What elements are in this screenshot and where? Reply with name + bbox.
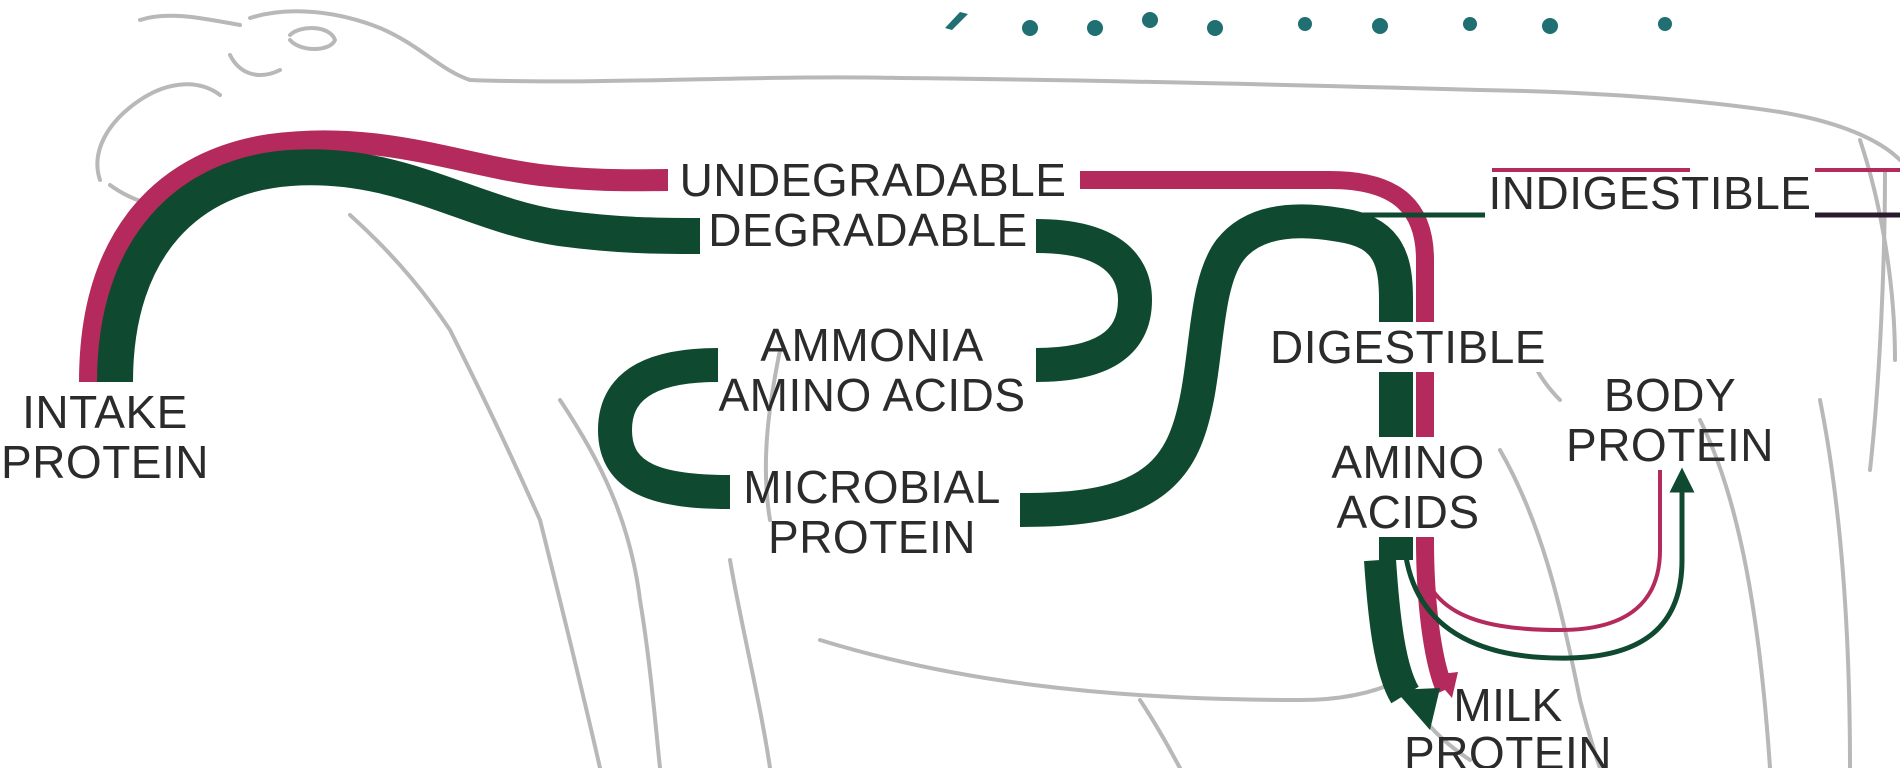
milk-protein-label: MILK PROTEIN xyxy=(1404,681,1612,768)
microbial-protein-label: MICROBIAL PROTEIN xyxy=(743,462,1001,562)
ammonia-amino-acids-label: AMMONIA AMINO ACIDS xyxy=(718,320,1025,420)
microbial-line-2: PROTEIN xyxy=(743,512,1001,562)
intake-protein-line-1: INTAKE xyxy=(1,387,209,437)
digestible-label: DIGESTIBLE xyxy=(1266,322,1550,372)
intake-protein-line-2: PROTEIN xyxy=(1,437,209,487)
amino-acids-line-1: AMINO xyxy=(1331,437,1484,487)
indigestible-label: INDIGESTIBLE xyxy=(1489,168,1812,218)
ammonia-line-1: AMMONIA xyxy=(718,320,1025,370)
milk-protein-line-1: MILK xyxy=(1404,681,1612,729)
amino-acids-line-2: ACIDS xyxy=(1331,487,1484,537)
indigestible-text: INDIGESTIBLE xyxy=(1489,168,1812,218)
body-protein-line-1: BODY xyxy=(1566,370,1774,420)
undegradable-text: UNDEGRADABLE xyxy=(680,155,1067,205)
cropped-heading-fragment xyxy=(945,12,1672,36)
degradable-label: DEGRADABLE xyxy=(708,205,1027,255)
ammonia-line-2: AMINO ACIDS xyxy=(718,370,1025,420)
milk-protein-line-2: PROTEIN xyxy=(1404,729,1612,768)
degradable-text: DEGRADABLE xyxy=(708,205,1027,255)
intake-protein-label: INTAKE PROTEIN xyxy=(1,387,209,487)
undegradable-label: UNDEGRADABLE xyxy=(680,155,1067,205)
body-protein-line-2: PROTEIN xyxy=(1566,420,1774,470)
amino-acids-label: AMINO ACIDS xyxy=(1325,437,1490,537)
body-protein-label: BODY PROTEIN xyxy=(1566,370,1774,470)
digestible-text: DIGESTIBLE xyxy=(1270,322,1546,372)
microbial-line-1: MICROBIAL xyxy=(743,462,1001,512)
